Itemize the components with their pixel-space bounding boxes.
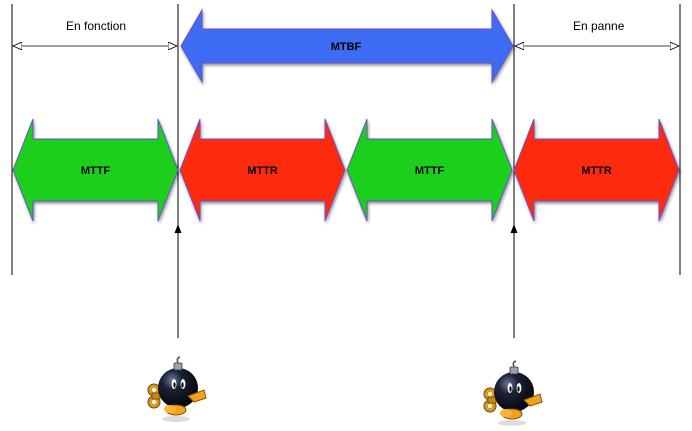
mttf-label: MTTF — [81, 165, 111, 177]
mttf-arrow: MTTF — [12, 118, 179, 222]
mttf-arrow: MTTF — [346, 118, 513, 222]
mttr-arrow: MTTR — [179, 118, 346, 222]
up-state-label: En fonction — [66, 19, 127, 33]
bob-omb-icon — [483, 360, 543, 426]
segment-row: MTTF MTTR MTTF MTTR — [12, 118, 680, 222]
mttf-label: MTTF — [415, 165, 445, 177]
down-state-label: En panne — [573, 19, 625, 33]
mttr-label: MTTR — [247, 165, 278, 177]
mtbf-label: MTBF — [331, 41, 362, 53]
failure-marker-2 — [510, 224, 518, 338]
mttr-label: MTTR — [581, 165, 612, 177]
mttr-arrow: MTTR — [513, 118, 680, 222]
mtbf-arrow: MTBF — [180, 8, 514, 84]
bob-omb-icon — [147, 356, 207, 422]
failure-marker-1 — [174, 224, 182, 338]
